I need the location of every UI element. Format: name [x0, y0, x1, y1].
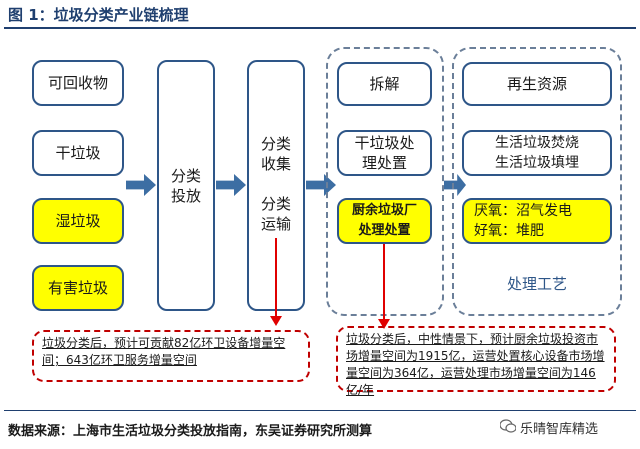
stage-label-line: 分类	[260, 135, 291, 153]
disposal-label-line: 处理处置	[358, 223, 411, 238]
process-label-line: 好氧：堆肥	[474, 223, 544, 239]
stage-label-line: 分类	[170, 166, 201, 185]
disposal-dismantle: 拆解	[337, 62, 432, 106]
disposal-kitchen-waste: 厨余垃圾厂 处理处置	[337, 198, 432, 244]
wechat-icon	[499, 418, 517, 437]
process-label-line: 生活垃圾焚烧	[495, 135, 579, 151]
stage-label-line: 分类	[260, 195, 291, 213]
note-text: 垃圾分类后，中性情景下，预计厨余垃圾投资市场增量空间为1915亿，运营处置核心设…	[346, 332, 605, 397]
page-title: 图 1：垃圾分类产业链梳理	[8, 6, 189, 24]
source-wet-waste: 湿垃圾	[32, 198, 124, 244]
disposal-dry-waste: 干垃圾处 理处置	[337, 130, 432, 176]
source-label: 有害垃圾	[47, 279, 108, 297]
process-label: 再生资源	[506, 75, 567, 93]
arrow-down-icon	[378, 319, 390, 329]
source-dry-waste: 干垃圾	[32, 130, 124, 176]
process-anaerobic-aerobic: 厌氧：沼气发电 好氧：堆肥	[462, 198, 612, 244]
disposal-group	[326, 47, 444, 316]
footer-rule	[4, 410, 636, 411]
process-group	[452, 47, 622, 316]
stage-sort-drop: 分类 投放	[157, 60, 215, 311]
stage-label-line: 投放	[170, 186, 201, 205]
source-label: 湿垃圾	[55, 212, 101, 230]
arrow-down-icon	[270, 316, 282, 326]
connector-line	[275, 238, 277, 318]
data-source: 数据来源：上海市生活垃圾分类投放指南，东吴证券研究所测算	[8, 424, 373, 439]
process-group-label: 处理工艺	[506, 275, 567, 293]
process-incinerate-landfill: 生活垃圾焚烧 生活垃圾填埋	[462, 130, 612, 176]
arrow-right-icon	[126, 174, 156, 196]
source-hazardous: 有害垃圾	[32, 265, 124, 311]
disposal-label-line: 干垃圾处	[354, 134, 415, 152]
source-label: 可回收物	[47, 74, 108, 92]
stage-label-line: 运输	[260, 215, 291, 233]
source-label: 干垃圾	[55, 144, 101, 162]
note-sanitation-increment: 垃圾分类后，预计可贡献82亿环卫设备增量空间；643亿环卫服务增量空间	[32, 330, 310, 382]
watermark: 乐晴智库精选	[499, 418, 599, 437]
source-recyclable: 可回收物	[32, 60, 124, 106]
disposal-label: 拆解	[369, 75, 400, 93]
watermark-text: 乐晴智库精选	[520, 422, 599, 437]
disposal-label-line: 厨余垃圾厂	[351, 203, 417, 218]
disposal-label-line: 理处置	[361, 154, 407, 172]
arrow-right-icon	[216, 174, 246, 196]
process-label-line: 生活垃圾填埋	[495, 155, 579, 171]
process-recycled-resources: 再生资源	[462, 62, 612, 106]
note-kitchen-waste-market: 垃圾分类后，中性情景下，预计厨余垃圾投资市场增量空间为1915亿，运营处置核心设…	[336, 326, 616, 397]
stage-label-line: 收集	[260, 155, 291, 173]
title-rule	[4, 27, 636, 29]
note-text: 垃圾分类后，预计可贡献82亿环卫设备增量空间；643亿环卫服务增量空间	[42, 336, 286, 367]
connector-line	[383, 244, 385, 321]
process-label-line: 厌氧：沼气发电	[474, 203, 572, 219]
